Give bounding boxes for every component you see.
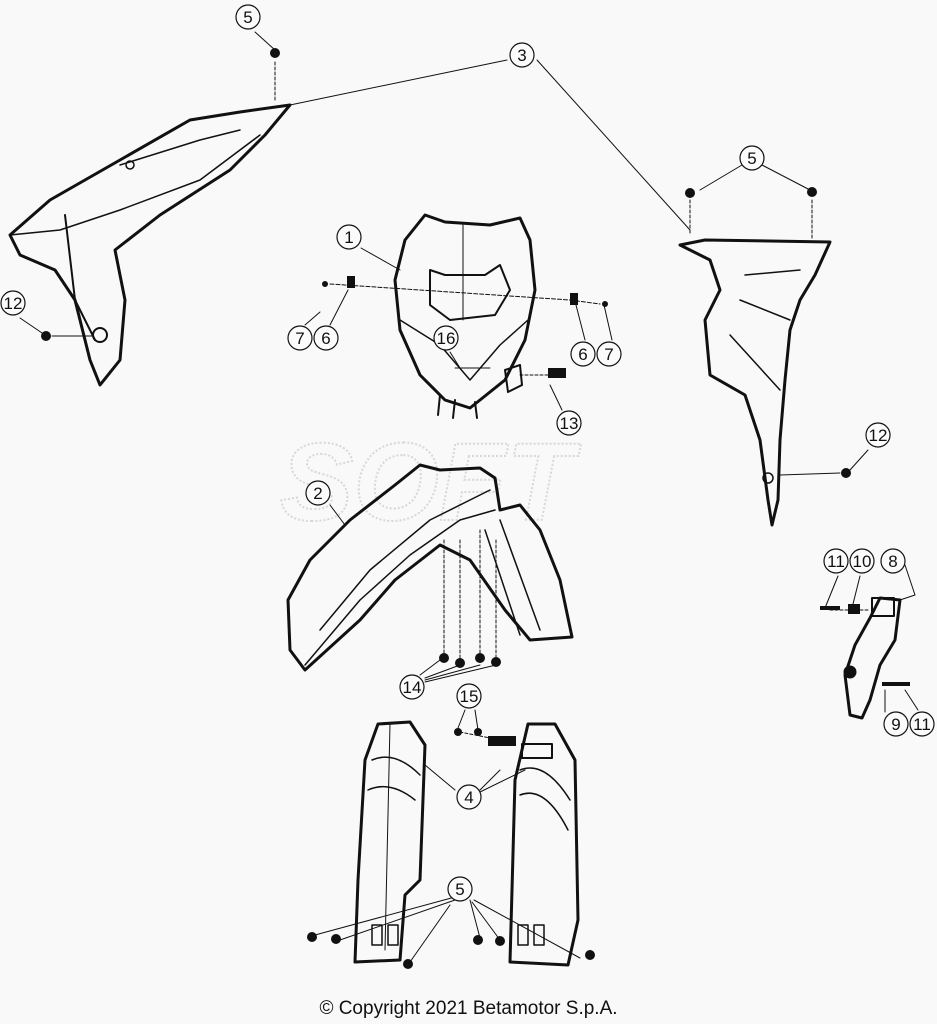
callouts: 5 3 5 1 12 7 6 16 6 7 13 12 2 11 10 8 14… <box>0 4 935 902</box>
fork-guard-left <box>353 720 427 964</box>
svg-text:11: 11 <box>827 552 845 571</box>
svg-text:14: 14 <box>403 678 422 697</box>
callout-12: 12 <box>865 422 891 448</box>
watermark: SOFT <box>280 421 581 544</box>
fasteners <box>41 48 910 969</box>
callout-10: 10 <box>849 548 875 574</box>
callout-13: 13 <box>556 410 582 436</box>
callout-5: 5 <box>739 145 765 171</box>
svg-text:5: 5 <box>747 149 756 168</box>
svg-text:6: 6 <box>578 345 587 364</box>
svg-text:3: 3 <box>517 46 526 65</box>
callout-3: 3 <box>509 42 535 68</box>
svg-text:10: 10 <box>853 552 872 571</box>
callout-5: 5 <box>235 4 261 30</box>
svg-text:16: 16 <box>437 329 456 348</box>
callout-15: 15 <box>456 683 482 709</box>
svg-text:12: 12 <box>4 294 23 313</box>
svg-text:5: 5 <box>455 880 464 899</box>
callout-9: 9 <box>883 711 909 737</box>
copyright-notice: © Copyright 2021 Betamotor S.p.A. <box>319 998 618 1019</box>
callout-7: 7 <box>596 341 622 367</box>
svg-text:5: 5 <box>243 8 252 27</box>
svg-text:15: 15 <box>460 687 479 706</box>
svg-text:11: 11 <box>913 715 931 734</box>
leader-lines <box>19 31 919 963</box>
svg-text:1: 1 <box>344 228 353 247</box>
mounting-bracket <box>843 596 902 720</box>
callout-2: 2 <box>305 480 331 506</box>
svg-text:7: 7 <box>604 345 613 364</box>
svg-text:8: 8 <box>888 552 897 571</box>
fork-guard-right <box>508 722 580 967</box>
svg-text:6: 6 <box>321 329 330 348</box>
callout-4: 4 <box>456 784 482 810</box>
svg-text:12: 12 <box>869 426 888 445</box>
svg-text:9: 9 <box>891 715 900 734</box>
callout-7: 7 <box>287 325 313 351</box>
headlight-mask <box>393 213 537 419</box>
svg-text:13: 13 <box>560 414 579 433</box>
callout-8: 8 <box>880 548 906 574</box>
callout-14: 14 <box>399 674 425 700</box>
callout-11: 11 <box>823 548 849 574</box>
svg-text:2: 2 <box>313 484 322 503</box>
left-radiator-shroud <box>8 103 292 387</box>
callout-6: 6 <box>570 341 596 367</box>
callout-6: 6 <box>313 325 339 351</box>
callout-11: 11 <box>909 711 935 737</box>
callout-12: 12 <box>0 290 26 316</box>
callout-16: 16 <box>433 325 459 351</box>
svg-text:4: 4 <box>464 788 473 807</box>
callout-1: 1 <box>336 224 362 250</box>
svg-text:7: 7 <box>295 329 304 348</box>
right-radiator-shroud <box>678 238 832 527</box>
callout-5: 5 <box>447 876 473 902</box>
front-fender <box>286 463 574 672</box>
